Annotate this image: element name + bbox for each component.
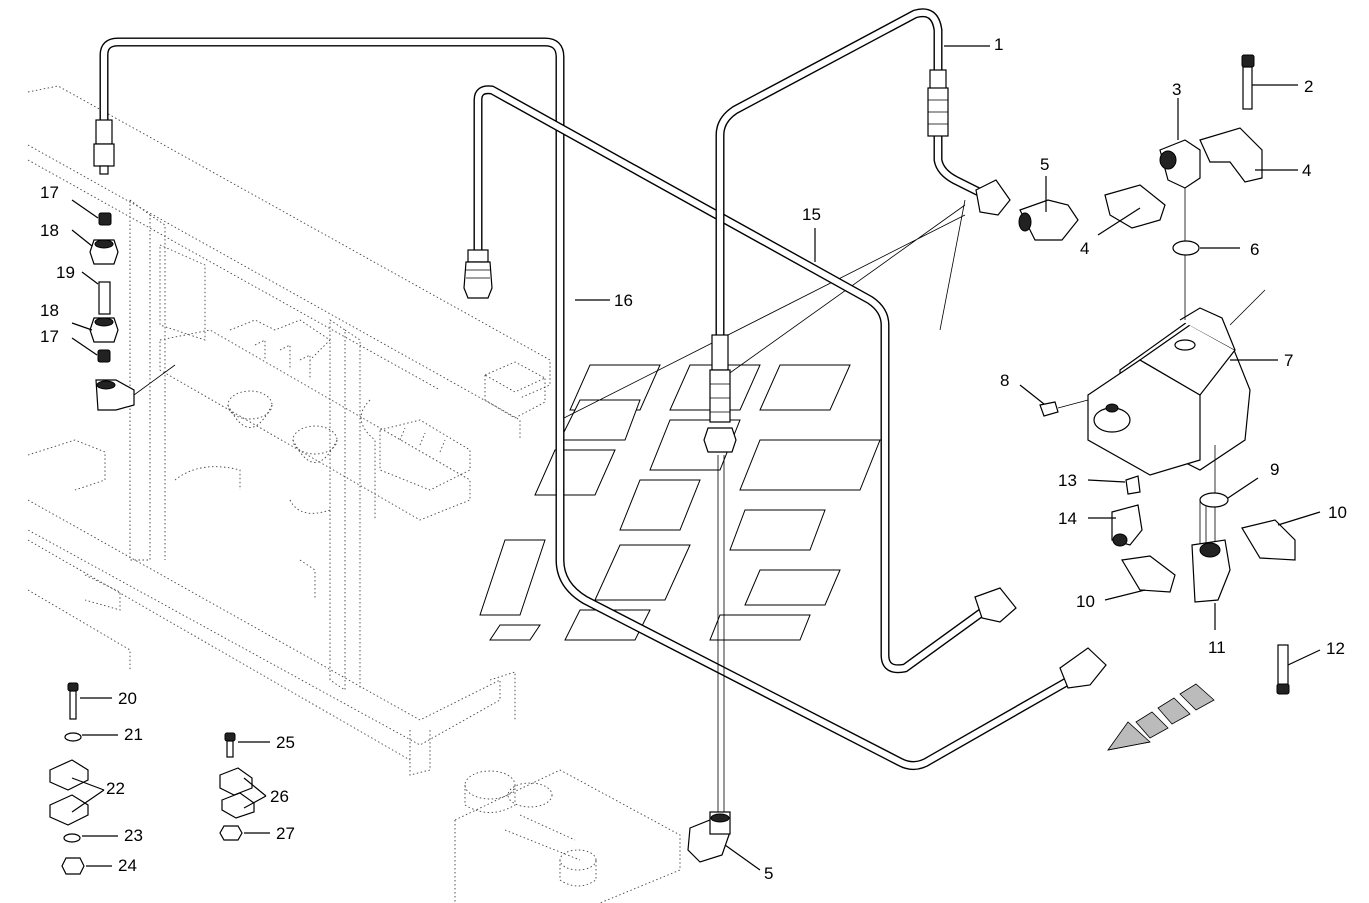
callout-7: 7 (1284, 351, 1293, 370)
callout-19: 19 (56, 263, 75, 282)
callout-23: 23 (124, 826, 143, 845)
callout-18-lower: 18 (40, 301, 59, 320)
callout-27: 27 (276, 824, 295, 843)
hose-fittings (93, 69, 1107, 689)
callout-2: 2 (1304, 77, 1313, 96)
fitting-stack-left (89, 212, 176, 411)
hose-lines (99, 8, 1207, 820)
callout-22: 22 (106, 779, 125, 798)
callout-4-lower: 4 (1080, 239, 1089, 258)
callout-10-right: 10 (1328, 503, 1347, 522)
callout-4-upper: 4 (1302, 161, 1311, 180)
callout-16: 16 (614, 291, 633, 310)
callout-24: 24 (118, 856, 137, 875)
callout-labels: 1 2 3 4 4 5 5 6 7 8 9 10 10 11 12 13 14 … (40, 35, 1347, 883)
callout-25: 25 (276, 733, 295, 752)
callout-5-upper: 5 (1040, 155, 1049, 174)
callout-26: 26 (270, 787, 289, 806)
callout-8: 8 (1000, 371, 1009, 390)
callout-1: 1 (994, 35, 1003, 54)
valve-block (159, 319, 471, 600)
hydraulic-pump (1039, 185, 1266, 545)
clamp-assemblies (49, 682, 255, 875)
callout-11: 11 (1208, 638, 1226, 657)
callout-14: 14 (1058, 509, 1077, 528)
callout-6: 6 (1250, 240, 1259, 259)
callout-13: 13 (1058, 471, 1077, 490)
callout-20: 20 (118, 689, 137, 708)
callout-21: 21 (124, 725, 143, 744)
callout-3: 3 (1172, 80, 1181, 99)
direction-arrow (1107, 683, 1215, 751)
callout-10-left: 10 (1076, 592, 1095, 611)
callout-5-lower: 5 (764, 864, 773, 883)
callout-15: 15 (802, 205, 821, 224)
callout-12: 12 (1326, 639, 1345, 658)
callout-17-lower: 17 (40, 327, 59, 346)
callout-17-upper: 17 (40, 183, 59, 202)
pump-fittings (687, 54, 1296, 863)
callout-18-upper: 18 (40, 221, 59, 240)
callout-leaders (71, 45, 1321, 871)
machine-frame (27, 85, 551, 776)
oil-tank (454, 769, 681, 903)
callout-9: 9 (1270, 460, 1279, 479)
